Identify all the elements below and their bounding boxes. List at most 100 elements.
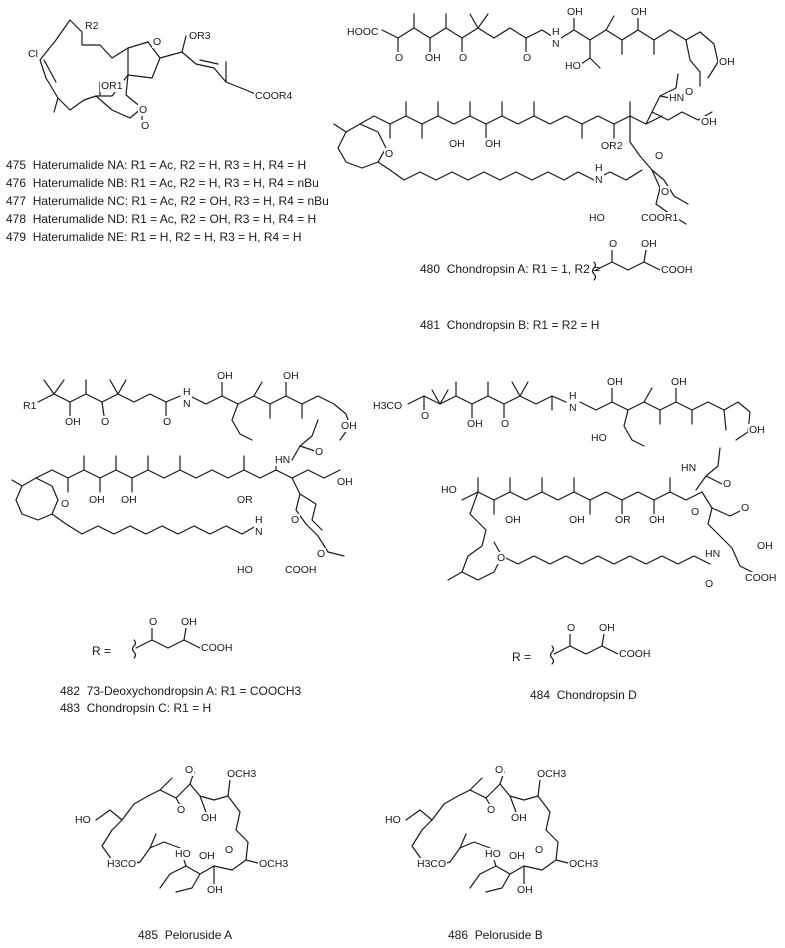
pa-h3co: H3CO	[106, 858, 138, 870]
d-ketone-oxygen: O	[500, 418, 511, 430]
d-amide-h: H	[568, 390, 578, 402]
pa-och3: OCH3	[258, 858, 290, 870]
d-hydroxyl-5: OH	[504, 514, 522, 526]
c-or: OR	[236, 494, 254, 506]
c-r-definition-label: R =	[92, 644, 112, 658]
c-oxygen-3: O	[314, 446, 325, 458]
or3-label: OR3	[188, 30, 212, 42]
d-hn-2: HN	[704, 548, 722, 560]
ab-hydroxyl-2: OH	[566, 6, 584, 18]
lactone-oxygen-label: O	[138, 104, 149, 116]
c-hn: HN	[274, 454, 292, 466]
carbonyl-oxygen-label: O	[140, 120, 151, 132]
c-amide-n: N	[182, 398, 192, 410]
pa-ring-oxygen: O	[224, 844, 235, 856]
ab-ketone-oxygen-1: O	[394, 52, 405, 64]
pa-hydroxyl-2: OH	[198, 850, 216, 862]
c-ester-oxygen: O	[290, 514, 301, 526]
ab-amide-n: N	[551, 38, 561, 50]
d-ester-oxygen-2: O	[690, 506, 701, 518]
ab-amide-oxygen: O	[522, 52, 533, 64]
entry-475: 475 Haterumalide NA: R1 = Ac, R2 = H, R3…	[6, 158, 307, 172]
ab-hydroxyl-6: OH	[484, 138, 502, 150]
ab-amide-h: H	[551, 26, 561, 38]
c-oxygen-5: O	[316, 548, 327, 560]
c-amide-oxygen: O	[162, 416, 173, 428]
ab-hydroxyl-3: OH	[630, 6, 648, 18]
pb-hydroxyl-1: OH	[510, 812, 528, 824]
entry-482: 482 73-Deoxychondropsin A: R1 = COOCH3	[60, 684, 302, 698]
d-carbonyl-oxygen: O	[740, 502, 751, 514]
d-amide-n: N	[568, 402, 578, 414]
pb-och3: OCH3	[568, 858, 600, 870]
ab-hydroxyl-4: OH	[718, 56, 736, 68]
pa-ho-2: HO	[174, 848, 192, 860]
coor4-label: COOR4	[254, 90, 294, 102]
c-r-hydroxyl: OH	[180, 616, 198, 628]
ab-hydroxyl-1: OH	[424, 52, 442, 64]
d-hydroxyl-4: OH	[748, 424, 766, 436]
entry-485: 485 Peloruside A	[138, 928, 233, 942]
c-amide-h: H	[182, 386, 192, 398]
c-r-ketone-oxygen: O	[148, 616, 159, 628]
d-or: OR	[614, 514, 632, 526]
c-hydroxyl-5: OH	[88, 494, 106, 506]
pb-hydroxyl-2: OH	[508, 850, 526, 862]
d-h3co: H3CO	[372, 400, 404, 412]
chlorine-label: Cl	[27, 48, 39, 60]
d-ester-oxygen-1: O	[420, 410, 431, 422]
d-hydroxyl-2: OH	[606, 376, 624, 388]
pb-ho-2: HO	[484, 848, 502, 860]
c-cooh: COOH	[284, 564, 318, 576]
c-pyran-oxygen: O	[60, 498, 71, 510]
c-hydroxyl-6: OH	[120, 494, 138, 506]
entry-479: 479 Haterumalide NE: R1 = H, R2 = H, R3 …	[6, 230, 302, 244]
ab-hydroxyl-5: OH	[448, 138, 466, 150]
c-r-carboxyl: COOH	[200, 642, 234, 654]
d-oxygen-3: O	[722, 478, 733, 490]
pb-hydroxyl-3: OH	[516, 884, 534, 896]
c-n2: N	[254, 526, 264, 538]
ab-n2: N	[594, 174, 604, 186]
r2-label: R2	[84, 20, 100, 32]
pb-ester-oxygen: O	[486, 804, 497, 816]
r2-carboxyl: COOH	[660, 264, 694, 276]
entry-486: 486 Peloruside B	[448, 928, 543, 942]
ab-coor1: COOR1	[640, 212, 680, 224]
c-hydroxyl-3: OH	[282, 370, 300, 382]
hooc-label: HOOC	[346, 26, 380, 38]
entry-477: 477 Haterumalide NC: R1 = Ac, R2 = OH, R…	[6, 194, 329, 208]
d-ho-2: HO	[440, 484, 458, 496]
pa-och3-top: OCH3	[226, 768, 258, 780]
d-cooh: COOH	[744, 572, 778, 584]
pb-carbonyl-oxygen: O	[494, 764, 505, 776]
ab-ho-1: HO	[564, 60, 582, 72]
ab-ester-oxygen: O	[654, 150, 665, 162]
ab-ketone-oxygen-2: O	[458, 52, 469, 64]
c-hydroxyl-1: OH	[64, 416, 82, 428]
pa-ho: HO	[74, 814, 92, 826]
d-hn: HN	[680, 462, 698, 474]
ab-oxygen-6: O	[660, 186, 671, 198]
ab-pyran-oxygen: O	[384, 148, 395, 160]
ab-or2: OR2	[600, 140, 624, 152]
d-ho-1: HO	[590, 432, 608, 444]
c-hydroxyl-7: OH	[336, 476, 354, 488]
d-r-definition-label: R =	[512, 650, 532, 664]
or1-label: OR1	[100, 80, 124, 92]
entry-483: 483 Chondropsin C: R1 = H	[60, 701, 212, 715]
r2-ketone-oxygen: O	[608, 238, 619, 250]
ring-oxygen-label: O	[152, 36, 163, 48]
pa-hydroxyl-3: OH	[206, 884, 224, 896]
pa-ester-oxygen: O	[176, 804, 187, 816]
entry-481: 481 Chondropsin B: R1 = R2 = H	[420, 318, 600, 332]
d-r-hydroxyl: OH	[598, 622, 616, 634]
c-r1: R1	[22, 400, 38, 412]
pb-ho: HO	[384, 814, 402, 826]
d-r-carboxyl: COOH	[618, 648, 652, 660]
